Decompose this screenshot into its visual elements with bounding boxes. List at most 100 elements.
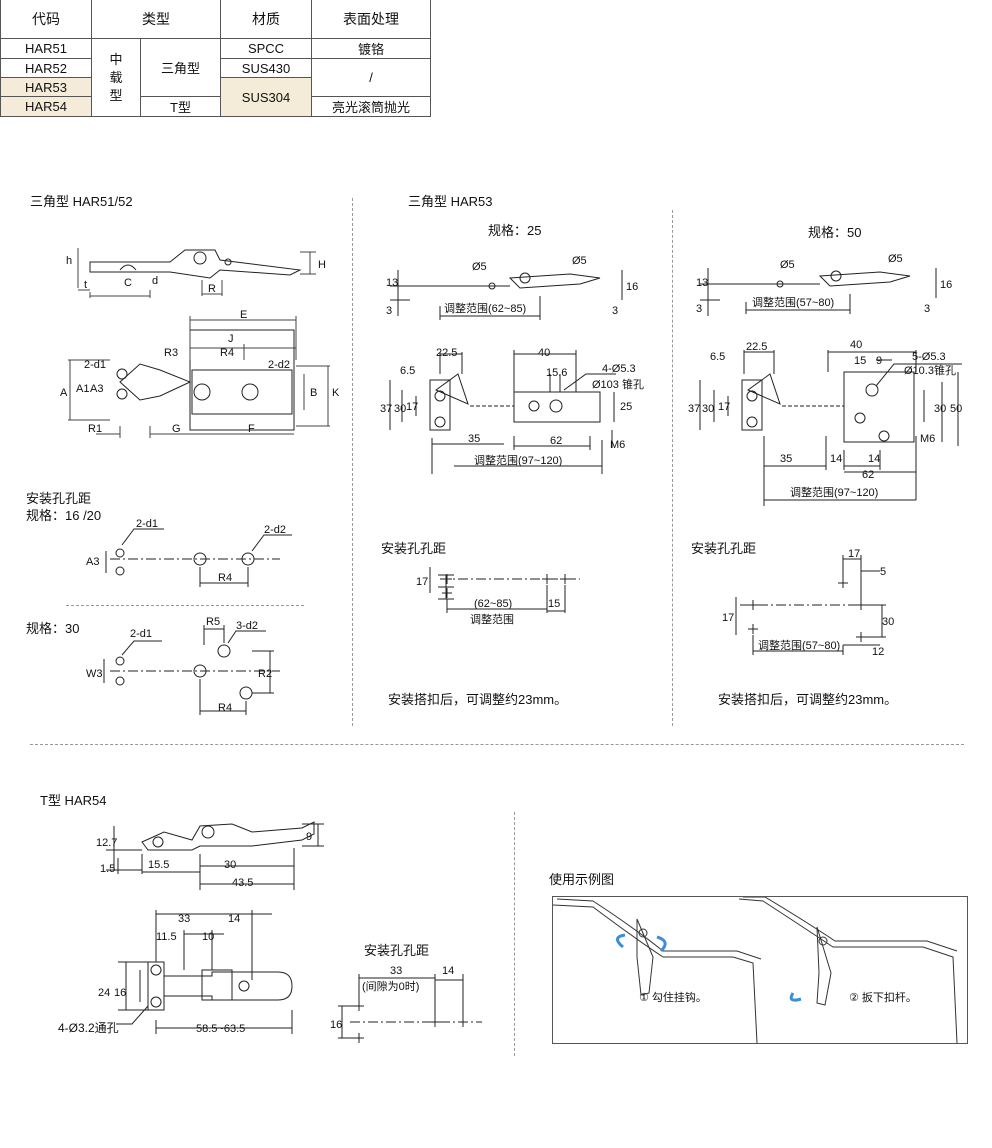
dim-label: 62 [862,469,874,481]
usage-illustration: ① 勾住挂钩。 ② 扳下扣杆。 [552,896,958,1044]
table-cell-type-triangle: 三角型 [140,38,221,97]
header-surface: 表面处理 [311,0,431,39]
dim-label: J [228,333,234,345]
dim-label: 3 [612,305,618,317]
dim-label: 14 [442,965,454,977]
dim-label: 17 [718,401,730,413]
dim-label: 1.5 [100,863,115,875]
table-cell-type-group: 中载型 [91,38,141,117]
dim-label: d [152,275,158,287]
dim-label: 3 [924,303,930,315]
dim-label: A3 [90,383,103,395]
dim-label: 调整范围 [470,612,514,626]
table-cell-surface: 镀铬 [311,38,431,59]
dim-label: E [240,309,247,321]
dim-label: 10 [202,931,214,943]
dim-label: 30 [882,616,894,628]
divider [672,210,673,726]
spec-label: 规格：25 [488,223,542,238]
dim-label: 14 [830,453,842,465]
dim-label: 40 [850,339,862,351]
dim-label: 14 [228,913,240,925]
dim-label: Ø5 [888,253,903,265]
header-code: 代码 [0,0,92,39]
dim-label: 17 [722,612,734,624]
dim-label: 16 [330,1019,342,1031]
dim-label: 4-Ø5.3 [602,363,636,375]
table-cell-code: HAR54 [0,96,92,117]
dim-label: M6 [610,439,625,451]
note-text: 安装搭扣后，可调整约23mm。 [388,692,568,707]
table-cell-surface: 亮光滚筒抛光 [311,96,431,117]
dim-label: 2-d1 [130,628,152,640]
dim-label: 4-Ø3.2通孔 [58,1021,119,1035]
dim-label: 9 [876,355,882,367]
table-cell-type-t: T型 [140,96,221,117]
dim-label: R4 [220,347,234,359]
dim-label: W3 [86,668,103,680]
dim-label: 2-d2 [268,359,290,371]
dim-label: 15.5 [148,859,169,871]
dim-label: 37 [688,403,700,415]
note-text: 安装搭扣后，可调整约23mm。 [718,692,898,707]
dim-label: K [332,387,340,399]
usage-title: 使用示例图 [549,872,615,887]
dim-label: 30 [934,403,946,415]
dim-label: 24 [98,987,110,999]
dim-label: Ø103 锥孔 [592,378,644,391]
dim-label: 3 [386,305,392,317]
har54-holes: 33 (间隙为0时) 14 16 [330,965,482,1043]
header-material: 材质 [220,0,312,39]
dim-label: 35 [468,433,480,445]
dim-label: 30 [224,859,236,871]
dim-label: 35 [780,453,792,465]
hole-spacing-title: 安装孔孔距 [364,943,430,958]
table-cell-surface: / [311,58,431,97]
dim-label: 3-d2 [236,620,258,632]
dim-label: R5 [206,616,220,628]
spec-label: 规格：50 [808,225,862,240]
har53-50-holes: 17 5 17 30 调整范围(57~80) 12 [722,548,894,658]
divider [30,744,964,745]
table-cell-material: SUS304 [220,77,312,117]
har53-25-holes: 17 (62~85) 调整范围 15 [416,567,580,626]
hole-spacing-title: 安装孔孔距 [381,541,447,556]
dim-label: Ø5 [572,255,587,267]
dim-label: 37 [380,403,392,415]
table-cell-material: SUS430 [220,58,312,78]
spec-table: 代码 类型 材质 表面处理 HAR51 中载型 三角型 SPCC 镀铬 HAR5… [0,0,431,117]
har53-25-drawing: 13 3 Ø5 Ø5 16 3 调整范围(62~85) 22.5 40 6.5 … [380,255,644,474]
dim-label: 5-Ø5.3 [912,351,946,363]
dim-label: 2-d1 [136,518,158,530]
dim-label: 17 [416,576,428,588]
dim-label: R [208,283,216,295]
dim-label: 12.7 [96,837,117,849]
dim-label: F [248,423,255,435]
dim-label: 22.5 [746,341,767,353]
dim-label: 5 [880,566,886,578]
dim-label: 16 [940,279,952,291]
dim-label: 2-d1 [84,359,106,371]
section-title: 三角型 HAR51/52 [30,194,133,209]
dim-label: 40 [538,347,550,359]
hole-spacing-title: 安装孔孔距 [26,491,92,506]
dim-label: 12 [872,646,884,658]
dim-label: (62~85) [474,598,512,610]
divider [66,605,304,606]
dim-label: 13 [386,277,398,289]
dim-label: 调整范围(97~120) [474,453,562,467]
dim-label: 调整范围(97~120) [790,485,878,499]
dim-label: 17 [406,401,418,413]
dim-label: 6.5 [710,351,725,363]
dim-label: 30 [394,403,406,415]
divider [352,198,353,726]
dim-label: t [84,279,87,291]
dim-label: H [318,259,326,271]
dim-label: 9 [306,831,312,843]
dim-label: 14 [868,453,880,465]
dim-label: 22.5 [436,347,457,359]
dim-label: A3 [86,556,99,568]
dim-label: 50 [950,403,962,415]
table-cell-code: HAR53 [0,77,92,97]
dim-label: 13 [696,277,708,289]
